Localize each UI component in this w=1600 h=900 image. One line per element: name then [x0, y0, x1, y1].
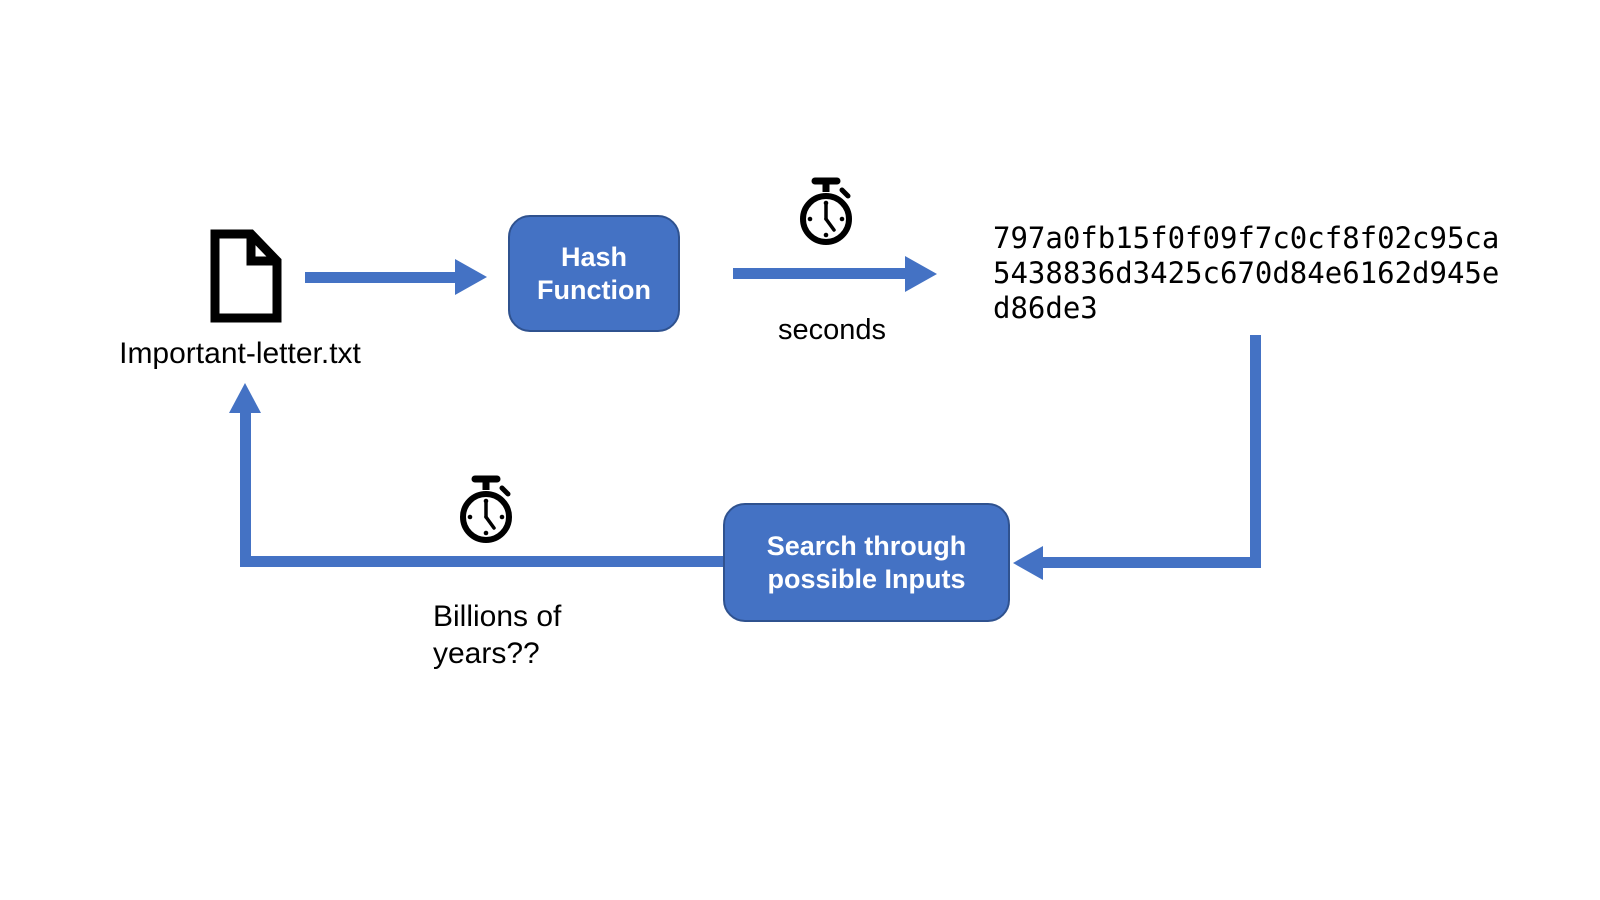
connector-horizontal [240, 556, 723, 567]
hash-output-text: 797a0fb15f0f09f7c0cf8f02c95ca 5438836d34… [993, 221, 1499, 326]
hash-function-label: Hash Function [537, 241, 651, 305]
connector-vertical [240, 413, 251, 567]
connector-horizontal [1043, 557, 1261, 568]
arrow-head [905, 256, 937, 292]
document-icon [205, 226, 285, 331]
stopwatch-years-icon [456, 473, 516, 550]
hash-line: 797a0fb15f0f09f7c0cf8f02c95ca [993, 221, 1500, 255]
input-file-label: Important-letter.txt [119, 337, 361, 370]
billions-years-label: Billions of years?? [433, 600, 562, 670]
arrow-head [1013, 546, 1043, 580]
arrow-head [455, 259, 487, 295]
arrow-shaft [305, 272, 455, 283]
arrow-head [229, 383, 261, 413]
arrow-shaft [733, 268, 905, 279]
search-inputs-box: Search through possible Inputs [723, 503, 1010, 622]
search-inputs-label: Search through possible Inputs [766, 530, 967, 594]
connector-vertical [1250, 335, 1261, 568]
seconds-label: seconds [777, 314, 886, 346]
stopwatch-seconds-icon [796, 175, 856, 252]
hash-function-box: Hash Function [508, 215, 680, 332]
hash-line: 5438836d3425c670d84e6162d945e [993, 256, 1500, 290]
hash-line: d86de3 [993, 291, 1098, 325]
